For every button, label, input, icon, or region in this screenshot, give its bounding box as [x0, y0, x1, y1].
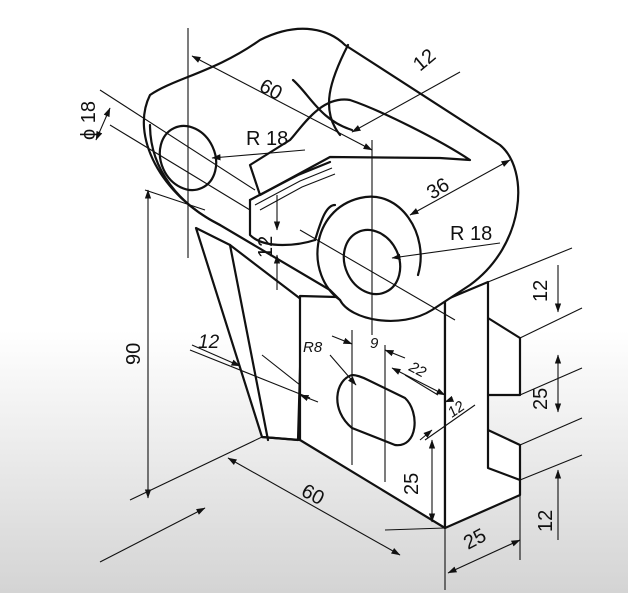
dim-25-front: 25 [401, 473, 423, 495]
dim-25-base: 25 [460, 525, 490, 555]
dim-12-vert: 12 [255, 236, 277, 258]
dim-12-right-top: 12 [530, 280, 552, 302]
dimension-lines [95, 55, 562, 574]
dim-22: 22 [405, 358, 429, 382]
dim-90: 90 [123, 343, 145, 365]
dim-phi18: ϕ 18 [78, 101, 100, 140]
dim-25-right: 25 [530, 388, 552, 410]
front-slot [336, 373, 416, 447]
dim-r18-right: R 18 [450, 223, 492, 245]
dimension-labels: ϕ 18 60 12 R 18 36 R 18 12 90 12 R8 9 22… [78, 45, 557, 555]
dim-r8: R8 [303, 339, 323, 356]
dim-12-right-bot: 12 [535, 510, 557, 532]
dim-r18-left: R 18 [246, 128, 288, 150]
dim-60-base: 60 [298, 480, 328, 510]
dim-9: 9 [370, 335, 379, 352]
dim-12-rib: 12 [198, 332, 220, 353]
top-lug [142, 27, 520, 322]
base-edge [260, 435, 302, 442]
dim-12-top: 12 [409, 45, 440, 76]
